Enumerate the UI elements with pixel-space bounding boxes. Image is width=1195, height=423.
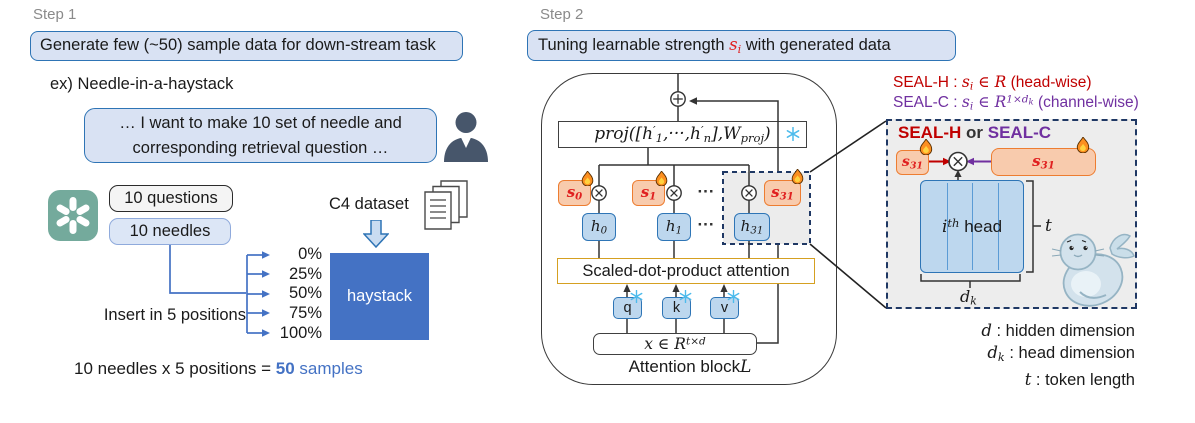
legend-t-math: t bbox=[1024, 369, 1032, 389]
ith-head-box: ith head bbox=[920, 180, 1024, 273]
attention-block-label-L: L bbox=[740, 357, 752, 377]
prompt-line-2: corresponding retrieval question … bbox=[132, 138, 389, 157]
position-50: 50% bbox=[288, 284, 322, 303]
step2-title-prefix: Tuning learnable strength bbox=[538, 36, 730, 54]
user-prompt-bubble: … I want to make 10 set of needle and co… bbox=[84, 108, 437, 163]
haystack-square: haystack bbox=[330, 253, 429, 340]
snowflake-icon-proj bbox=[786, 127, 800, 141]
step2-label: Step 2 bbox=[540, 6, 584, 23]
insert-positions-label: Insert in 5 positions bbox=[103, 306, 246, 324]
s0-label: s0 bbox=[566, 183, 583, 203]
proj-box: proj([h′1,···,h′n],Wproj) bbox=[558, 121, 807, 148]
position-0: 0% bbox=[298, 245, 322, 263]
attention-block-label-text: Attention block bbox=[628, 357, 741, 376]
document-stack-icon bbox=[424, 180, 468, 230]
dk-dimension-label: dk bbox=[960, 287, 977, 308]
sdpa-box: Scaled-dot-product attention bbox=[557, 258, 815, 284]
panel-title-or: or bbox=[961, 123, 988, 142]
samples-summary: 10 needles x 5 positions = 50 samples bbox=[74, 359, 363, 379]
h1-box: h1 bbox=[657, 213, 691, 241]
proj-formula: proj([h′1,···,h′n],Wproj) bbox=[594, 123, 771, 146]
step1-label: Step 1 bbox=[33, 6, 77, 23]
dots-strength-row: ··· bbox=[697, 182, 715, 201]
samples-suffix: samples bbox=[294, 359, 363, 378]
flame-icon-s0 bbox=[581, 171, 594, 186]
head-column-divider bbox=[972, 183, 974, 270]
h31-label: h31 bbox=[740, 217, 764, 237]
legend-dk-math: dk bbox=[987, 343, 1005, 364]
strength-s0-box: s0 bbox=[558, 180, 591, 206]
legend-t-text: : token length bbox=[1031, 370, 1135, 389]
legend-hidden-dimension: d : hidden dimension bbox=[920, 320, 1135, 342]
seal-h-def-suffix: (head-wise) bbox=[1006, 74, 1092, 91]
s1-label: s1 bbox=[640, 183, 657, 203]
seal-c-def-prefix: SEAL-C : bbox=[893, 94, 962, 111]
seal-c-def-suffix: (channel-wise) bbox=[1033, 94, 1139, 111]
user-icon bbox=[444, 112, 488, 162]
position-100: 100% bbox=[279, 323, 322, 342]
seal-c-definition: SEAL-C : si ∈ R1×dk (channel-wise) bbox=[893, 93, 1139, 113]
flame-icon-s1 bbox=[655, 171, 668, 186]
legend-d-math: d bbox=[981, 321, 992, 340]
input-x-box: x ∈ Rt×d bbox=[593, 333, 757, 355]
down-arrow-icon bbox=[363, 220, 389, 248]
position-75: 75% bbox=[288, 304, 322, 323]
s31-label: s31 bbox=[771, 183, 794, 203]
attention-block-outline bbox=[541, 73, 837, 385]
step2-title-box: Tuning learnable strength si with genera… bbox=[527, 30, 956, 61]
flame-icon-panel-h bbox=[919, 139, 933, 155]
panel-s31-channelwise-box: s31 bbox=[991, 148, 1096, 176]
legend-d-text: : hidden dimension bbox=[991, 322, 1135, 340]
panel-title-seal-h: SEAL-H bbox=[898, 123, 962, 142]
flame-icon-s31 bbox=[791, 169, 804, 184]
flame-icon-panel-c bbox=[1076, 137, 1090, 153]
legend-dk-text: : head dimension bbox=[1004, 344, 1135, 362]
h31-box: h31 bbox=[734, 213, 770, 241]
needles-box: 10 needles bbox=[109, 218, 231, 245]
gpt-icon bbox=[48, 190, 98, 241]
seal-c-def-math: si ∈ R1×dk bbox=[961, 93, 1034, 113]
position-25: 25% bbox=[288, 264, 322, 283]
prompt-line-1: … I want to make 10 set of needle and bbox=[119, 113, 402, 132]
legend-token-length: t : token length bbox=[920, 369, 1135, 391]
snowflake-icon-k bbox=[679, 290, 692, 303]
position-percentages: 0% 25% 50% 75% 100% bbox=[268, 245, 322, 344]
dimension-legend: d : hidden dimension dk : head dimension… bbox=[920, 320, 1135, 391]
legend-head-dimension: dk : head dimension bbox=[920, 342, 1135, 369]
samples-count: 50 bbox=[275, 359, 295, 378]
seal-mascot bbox=[1051, 233, 1135, 307]
snowflake-icon-q bbox=[630, 290, 643, 303]
c4-dataset-label: C4 dataset bbox=[329, 195, 409, 213]
dots-head-row: ··· bbox=[697, 215, 715, 234]
ith-head-math: ith bbox=[941, 215, 960, 238]
snowflake-icon-v bbox=[727, 290, 740, 303]
h0-label: h0 bbox=[590, 217, 608, 237]
panel-s31-c-label: s31 bbox=[1032, 152, 1055, 172]
h1-label: h1 bbox=[665, 217, 683, 237]
step2-title-suffix: with generated data bbox=[741, 36, 891, 54]
panel-s31-h-label: s31 bbox=[901, 153, 924, 172]
seal-h-definition: SEAL-H : si ∈ R (head-wise) bbox=[893, 73, 1092, 93]
samples-prefix: 10 needles x 5 positions = bbox=[74, 359, 276, 378]
attention-block-label: Attention block L bbox=[560, 357, 820, 377]
needle-example-label: ex) Needle-in-a-haystack bbox=[50, 75, 234, 93]
head-column-divider bbox=[946, 183, 948, 270]
questions-box: 10 questions bbox=[109, 185, 233, 212]
head-column-divider bbox=[997, 183, 999, 270]
zoom-panel-title: SEAL-H or SEAL-C bbox=[898, 123, 1051, 143]
step2-title-si: si bbox=[729, 35, 742, 56]
t-dimension-label: t bbox=[1045, 216, 1052, 236]
panel-title-seal-c: SEAL-C bbox=[987, 123, 1052, 142]
seal-h-def-math: si ∈ R bbox=[961, 73, 1007, 93]
h0-box: h0 bbox=[582, 213, 616, 241]
x-formula: x ∈ Rt×d bbox=[644, 335, 706, 353]
seal-h-def-prefix: SEAL-H : bbox=[893, 74, 962, 91]
step1-title-box: Generate few (~50) sample data for down-… bbox=[30, 31, 463, 61]
ith-head-suffix: head bbox=[959, 217, 1003, 237]
